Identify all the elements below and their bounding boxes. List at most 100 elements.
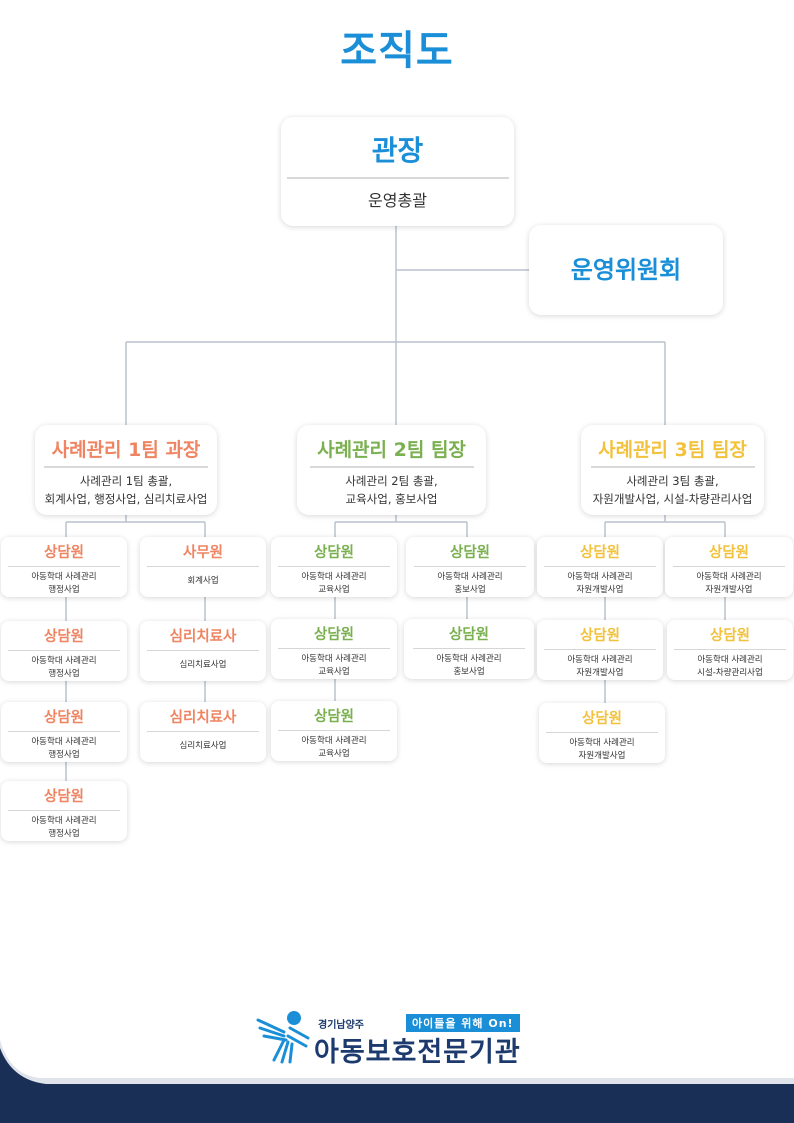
member-desc: 행정사업 (48, 750, 80, 760)
divider (44, 466, 208, 468)
member-desc: 교육사업 (318, 749, 350, 759)
divider (8, 731, 120, 732)
team2-member-card: 상담원 아동학대 사례관리 교육사업 (271, 619, 397, 679)
page-title: 조직도 (340, 28, 454, 74)
member-desc: 아동학대 사례관리 (567, 572, 633, 582)
member-desc: 아동학대 사례관리 (696, 572, 762, 582)
member-title: 상담원 (43, 789, 85, 805)
member-desc: 시설-차량관리사업 (697, 668, 763, 678)
divider (278, 730, 390, 731)
logo-region: 경기남양주 (318, 1020, 364, 1031)
member-desc: 홍보사업 (453, 667, 485, 677)
team2-lead-desc-1: 사례관리 2팀 총괄, (345, 474, 438, 488)
member-desc: 아동학대 사례관리 (31, 572, 97, 582)
divider (278, 566, 390, 567)
divider (278, 648, 390, 649)
member-title: 사무원 (182, 545, 224, 561)
divider (8, 810, 120, 811)
footer-band (0, 1085, 794, 1123)
team2-member-card: 상담원 아동학대 사례관리 홍보사업 (406, 537, 534, 597)
divider (309, 466, 474, 468)
member-desc: 아동학대 사례관리 (436, 654, 502, 664)
divider (544, 566, 656, 567)
team1-member-card: 사무원 회계사업 (140, 537, 266, 597)
divider (546, 732, 658, 733)
team1-lead-desc-1: 사례관리 1팀 총괄, (79, 474, 173, 488)
member-desc: 아동학대 사례관리 (301, 654, 367, 664)
member-title: 상담원 (579, 628, 621, 644)
divider (674, 649, 786, 650)
team1-member-card: 상담원 아동학대 사례관리 행정사업 (1, 781, 127, 841)
member-desc: 교육사업 (318, 585, 350, 595)
divider (8, 650, 120, 651)
member-title: 상담원 (313, 545, 355, 561)
team1-lead-desc-2: 회계사업, 행정사업, 심리치료사업 (44, 492, 208, 506)
divider (590, 466, 755, 468)
member-title: 상담원 (709, 628, 751, 644)
member-title: 상담원 (448, 627, 490, 643)
chief-title: 관장 (371, 134, 424, 167)
divider (8, 566, 120, 567)
member-desc: 홍보사업 (454, 585, 486, 595)
divider (147, 566, 259, 567)
team1-member-card: 상담원 아동학대 사례관리 행정사업 (1, 537, 127, 597)
divider (286, 177, 509, 179)
member-title: 심리치료사 (169, 629, 237, 645)
member-desc: 아동학대 사례관리 (567, 655, 633, 665)
member-desc: 행정사업 (48, 829, 80, 839)
member-desc: 회계사업 (187, 576, 219, 586)
member-desc: 자원개발사업 (578, 751, 626, 761)
divider (544, 649, 656, 650)
divider (414, 566, 526, 567)
team3-member-card: 상담원 아동학대 사례관리 자원개발사업 (537, 537, 663, 597)
member-title: 상담원 (313, 627, 355, 643)
chief-box: 관장 운영총괄 (281, 117, 514, 226)
team3-member-card: 상담원 아동학대 사례관리 자원개발사업 (537, 620, 663, 680)
team3-lead-desc-2: 자원개발사업, 시설-차량관리사업 (592, 492, 753, 506)
member-title: 상담원 (43, 545, 85, 561)
committee-box: 운영위원회 (529, 225, 723, 315)
member-desc: 자원개발사업 (705, 585, 753, 595)
team2-lead-title: 사례관리 2팀 팀장 (317, 439, 466, 461)
member-title: 상담원 (579, 545, 621, 561)
team1-member-card: 심리치료사 심리치료사업 (140, 702, 266, 762)
team2-member-card: 상담원 아동학대 사례관리 홍보사업 (404, 619, 534, 679)
member-title: 심리치료사 (169, 710, 237, 726)
team2-lead-box: 사례관리 2팀 팀장 사례관리 2팀 총괄, 교육사업, 홍보사업 (297, 425, 486, 515)
member-desc: 행정사업 (48, 585, 80, 595)
member-desc: 아동학대 사례관리 (31, 816, 97, 826)
member-desc: 아동학대 사례관리 (31, 737, 97, 747)
divider (673, 566, 785, 567)
committee-title: 운영위원회 (570, 256, 682, 284)
team1-lead-box: 사례관리 1팀 과장 사례관리 1팀 총괄, 회계사업, 행정사업, 심리치료사… (35, 425, 217, 515)
member-desc: 아동학대 사례관리 (301, 572, 367, 582)
member-desc: 아동학대 사례관리 (569, 738, 635, 748)
member-desc: 심리치료사업 (179, 741, 227, 751)
divider (413, 648, 525, 649)
divider (147, 650, 259, 651)
team2-member-card: 상담원 아동학대 사례관리 교육사업 (271, 537, 397, 597)
team3-member-card: 상담원 아동학대 사례관리 자원개발사업 (539, 703, 665, 763)
member-title: 상담원 (708, 545, 750, 561)
org-logo: 경기남양주 아이들을 위해 On! 아동보호전문기관 (254, 1006, 544, 1070)
team1-member-card: 상담원 아동학대 사례관리 행정사업 (1, 702, 127, 762)
member-title: 상담원 (43, 629, 85, 645)
member-desc: 행정사업 (48, 669, 80, 679)
member-title: 상담원 (581, 711, 623, 727)
member-title: 상담원 (313, 709, 355, 725)
member-desc: 아동학대 사례관리 (31, 656, 97, 666)
member-desc: 자원개발사업 (576, 668, 624, 678)
team3-lead-desc-1: 사례관리 3팀 총괄, (626, 474, 719, 488)
member-desc: 심리치료사업 (179, 660, 227, 670)
member-desc: 아동학대 사례관리 (301, 736, 367, 746)
team2-lead-desc-2: 교육사업, 홍보사업 (345, 492, 438, 506)
team3-lead-box: 사례관리 3팀 팀장 사례관리 3팀 총괄, 자원개발사업, 시설-차량관리사업 (581, 425, 764, 515)
team3-member-card: 상담원 아동학대 사례관리 시설-차량관리사업 (667, 620, 793, 680)
chief-desc: 운영총괄 (368, 191, 427, 210)
logo-slogan: 아이들을 위해 On! (406, 1014, 520, 1032)
divider (147, 731, 259, 732)
member-desc: 아동학대 사례관리 (697, 655, 763, 665)
stylized-child-figure-icon (256, 1011, 310, 1064)
member-desc: 아동학대 사례관리 (437, 572, 503, 582)
team3-lead-title: 사례관리 3팀 팀장 (598, 439, 747, 461)
